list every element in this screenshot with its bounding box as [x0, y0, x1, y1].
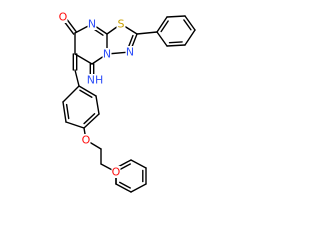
bond-p6-p1	[156, 31, 168, 47]
bond-p1-p2-inner	[160, 20, 169, 33]
bond-a1-a2	[62, 85, 80, 103]
atom-label-thiadiazole-nitrogen-bg	[125, 46, 135, 58]
bond-p5-p6	[166, 44, 186, 47]
bond-a2-a3-inner	[65, 103, 70, 120]
bond-p4-p5	[184, 29, 196, 46]
bond-a6-a1	[78, 85, 97, 97]
bond-layer	[60, 15, 196, 193]
bond-b4-b5	[130, 159, 147, 169]
molecule-structure-diagram: O N S N N NH O O	[58, 11, 196, 193]
atom-label-imino-nh-bg	[87, 74, 103, 86]
bond-ch-aryl	[74, 69, 80, 87]
bond-p3-p4	[184, 15, 196, 31]
atom-label-fused-nitrogen-bg	[102, 48, 112, 60]
bond-a2-a3	[62, 101, 67, 123]
bond-a4-a5	[83, 113, 100, 129]
bond-c2-phenyl	[136, 31, 158, 35]
atom-label-ring-nitrogen-bg	[87, 18, 97, 30]
bond-b1-b2-inner	[119, 181, 131, 189]
atom-label-sulfur-bg	[116, 18, 126, 30]
bond-a3-a4	[65, 121, 85, 129]
atom-label-ether-oxygen-2: O	[112, 166, 121, 179]
atom-label-ring-nitrogen: N	[88, 18, 96, 31]
bond-a6-a1-inner	[79, 89, 93, 98]
atom-label-ether-oxygen-1: O	[82, 134, 91, 147]
bond-a4-a5-inner	[83, 113, 96, 125]
atom-label-ether-oxygen-1-bg	[81, 134, 91, 146]
bond-a5-a6	[95, 95, 100, 115]
atom-label-imino-nh: NH	[87, 74, 104, 87]
bond-p1-p2	[156, 16, 168, 33]
bond-b2-b3	[130, 183, 147, 193]
bond-b1-b2	[115, 183, 132, 193]
bond-p3-p4-inner	[183, 19, 192, 31]
atom-label-carbonyl-oxygen-bg	[58, 11, 68, 23]
atom-label-layer: O N S N N NH O O	[58, 11, 135, 179]
bond-c5-c6	[74, 53, 93, 65]
atom-label-thiadiazole-nitrogen: N	[126, 46, 134, 59]
atom-label-sulfur: S	[118, 18, 125, 31]
atom-label-ether-oxygen-2-bg	[111, 166, 121, 178]
bond-p2-p3	[166, 15, 186, 18]
atom-label-carbonyl-oxygen: O	[59, 11, 68, 24]
bond-p5-p6-inner	[168, 41, 183, 44]
bond-b5-b6-inner	[119, 163, 131, 171]
atom-label-fused-nitrogen: N	[103, 48, 111, 61]
